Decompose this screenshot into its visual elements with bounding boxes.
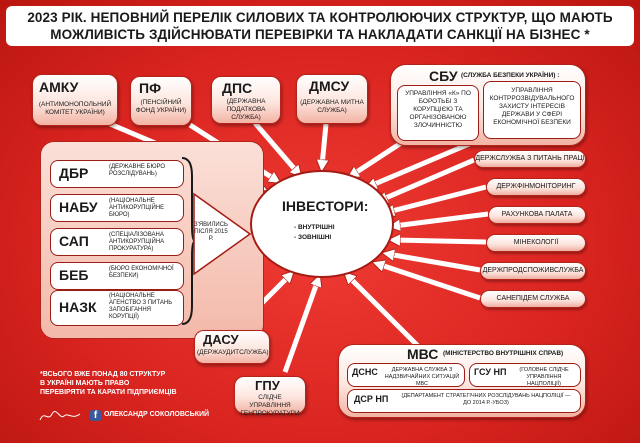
row-dbr: ДБР (ДЕРЖАВНЕ БЮРО РОЗСЛІДУВАНЬ)	[50, 160, 184, 188]
gsu-desc: (ГОЛОВНЕ СЛІДЧЕ УПРАВЛІННЯ НАЦПОЛІЦІЇ)	[519, 367, 569, 387]
sbu-sub2-box: УПРАВЛІННЯ КОНТРРОЗВІДУВАЛЬНОГО ЗАХИСТУ …	[483, 81, 581, 139]
row-dbr-abbr: ДБР	[59, 165, 89, 181]
sbu-sub1-box: УПРАВЛІННЯ «К» ПО БОРОТЬБІ З КОРУПЦІЄЮ Т…	[397, 85, 479, 141]
right-item-2: ДЕРЖФІНМОНІТОРИНГ	[486, 178, 586, 196]
right-item-6: САНЕПІДЕМ СЛУЖБА	[480, 290, 586, 308]
arrow-dmsu	[322, 123, 326, 166]
gsu-box: ГСУ НП (ГОЛОВНЕ СЛІДЧЕ УПРАВЛІННЯ НАЦПОЛ…	[469, 363, 581, 387]
dasu-box: ДАСУ (ДЕРЖАУДИТСЛУЖБА)	[194, 330, 270, 364]
row-beb-desc: (БЮРО ЕКОНОМІЧНОЇ БЕЗПЕКИ)	[109, 266, 174, 279]
arrow-right-5	[388, 254, 481, 273]
mvs-full: (МІНІСТЕРСТВО ВНУТРІШНІХ СПРАВ)	[443, 350, 564, 357]
dasu-desc: (ДЕРЖАУДИТСЛУЖБА)	[197, 349, 269, 356]
dsns-desc: ДЕРЖАВНА СЛУЖБА З НАДЗВИЧАЙНИХ СИТУАЦІЙ …	[384, 367, 460, 387]
title-line-1: 2023 РІК. НЕПОВНИЙ ПЕРЕЛІК СИЛОВИХ ТА КО…	[27, 10, 613, 25]
arrow-mvs	[348, 276, 422, 350]
row-dbr-desc: (ДЕРЖАВНЕ БЮРО РОЗСЛІДУВАНЬ)	[109, 164, 166, 177]
footnote-line-2: В УКРАЇНІ МАЮТЬ ПРАВО	[40, 380, 130, 387]
arrow-dps	[253, 121, 298, 173]
arrow-right-4	[394, 240, 487, 242]
sbu-sub1-text: УПРАВЛІННЯ «К» ПО БОРОТЬБІ З КОРУПЦІЄЮ Т…	[405, 90, 471, 129]
mvs-box: МВС (МІНІСТЕРСТВО ВНУТРІШНІХ СПРАВ) ДСНС…	[338, 344, 586, 418]
row-sap-abbr: САП	[59, 233, 89, 249]
pf-box: ПФ (ПЕНСІЙНИЙ ФОНД УКРАЇНИ)	[130, 76, 192, 126]
dsr-box: ДСР НП (ДЕПАРТАМЕНТ СТРАТЕГІЧНИХ РОЗСЛІД…	[347, 389, 581, 413]
dps-box: ДПС (ДЕРЖАВНА ПОДАТКОВА СЛУЖБА)	[211, 76, 281, 124]
signature-icon	[39, 411, 81, 421]
gpu-box: ГПУ СЛІДЧЕ УПРАВЛІННЯ ГЕНПРОКУРАТУРИ	[234, 376, 306, 417]
right-item-1: ДЕРЖСЛУЖБА З ПИТАНЬ ПРАЦІ	[474, 150, 586, 168]
row-sap: САП (СПЕЦІАЛІЗОВАНА АНТИКОРУПЦІЙНА ПРОКУ…	[50, 228, 184, 256]
facebook-icon: f	[90, 410, 101, 421]
row-beb: БЕБ (БЮРО ЕКОНОМІЧНОЇ БЕЗПЕКИ)	[50, 262, 184, 290]
footnote-line-3: ПЕРЕВІРЯТИ ТА КАРАТИ ПІДПРИЄМЦІВ	[40, 389, 177, 396]
dmsu-box: ДМСУ (ДЕРЖАВНА МИТНА СЛУЖБА)	[296, 74, 368, 124]
row-nabu-abbr: НАБУ	[59, 199, 98, 215]
arrow-right-1	[381, 157, 475, 200]
sbu-sub2-text: УПРАВЛІННЯ КОНТРРОЗВІДУВАЛЬНОГО ЗАХИСТУ …	[489, 87, 575, 126]
gpu-desc: СЛІДЧЕ УПРАВЛІННЯ ГЕНПРОКУРАТУРИ	[240, 394, 300, 417]
center-title: ІНВЕСТОРИ:	[282, 198, 369, 214]
row-nazk-abbr: НАЗК	[59, 299, 97, 315]
right-item-3: РАХУНКОВА ПАЛАТА	[488, 206, 586, 224]
dps-abbr: ДПС	[222, 80, 253, 96]
pf-abbr: ПФ	[139, 80, 162, 96]
mvs-abbr: МВС	[407, 346, 439, 362]
row-nabu-desc: (НАЦІОНАЛЬНЕ АНТИКОРУПЦІЙНЕ БЮРО)	[109, 198, 165, 218]
row-nazk-desc: (НАЦІОНАЛЬНЕ АГЕНСТВО З ПИТАНЬ ЗАПОБІГАН…	[109, 293, 173, 320]
arrow-right-2	[388, 184, 487, 212]
center-item-1: - ВНУТРІШНІ	[294, 224, 335, 231]
pf-desc: (ПЕНСІЙНИЙ ФОНД УКРАЇНИ)	[135, 99, 187, 114]
title-line-2: МОЖЛИВІСТЬ ЗДІЙСНЮВАТИ ПЕРЕВІРКИ ТА НАКЛ…	[50, 27, 590, 42]
sbu-abbr: СБУ	[429, 68, 458, 84]
row-beb-abbr: БЕБ	[59, 267, 89, 283]
gpu-abbr: ГПУ	[255, 378, 280, 393]
amku-desc: (АНТИМОНОПОЛЬНИЙ КОМІТЕТ УКРАЇНИ)	[38, 101, 112, 116]
row-nabu: НАБУ (НАЦІОНАЛЬНЕ АНТИКОРУПЦІЙНЕ БЮРО)	[50, 194, 184, 222]
dsr-abbr: ДСР НП	[354, 394, 389, 404]
badge-text: З'ЯВИЛИСЬ ПІСЛЯ 2015 Р.	[194, 222, 228, 242]
dsns-abbr: ДСНС	[352, 367, 378, 377]
gsu-abbr: ГСУ НП	[474, 367, 507, 377]
right-item-4: МІНЕКОЛОГІЇ	[486, 234, 586, 252]
arrow-right-3	[394, 211, 489, 226]
dasu-abbr: ДАСУ	[203, 332, 239, 347]
amku-abbr: АМКУ	[39, 79, 79, 95]
right-item-5: ДЕРЖПРОДСПОЖИВСЛУЖБА	[480, 262, 586, 280]
author-name: ОЛЕКСАНДР СОКОЛОВСЬКИЙ	[104, 411, 210, 418]
footnote-line-1: *ВСЬОГО ВЖЕ ПОНАД 80 СТРУКТУР	[40, 371, 166, 378]
dmsu-abbr: ДМСУ	[309, 78, 350, 94]
amku-box: АМКУ (АНТИМОНОПОЛЬНИЙ КОМІТЕТ УКРАЇНИ)	[32, 74, 118, 126]
arrow-right-6	[378, 264, 481, 301]
arrow-gpu	[282, 280, 318, 373]
dsns-box: ДСНС ДЕРЖАВНА СЛУЖБА З НАДЗВИЧАЙНИХ СИТУ…	[347, 363, 465, 387]
center-investors: ІНВЕСТОРИ: - ВНУТРІШНІ - ЗОВНІШНІ	[250, 170, 394, 278]
center-item-2: - ЗОВНІШНІ	[294, 234, 332, 241]
row-nazk: НАЗК (НАЦІОНАЛЬНЕ АГЕНСТВО З ПИТАНЬ ЗАПО…	[50, 290, 184, 326]
dps-desc: (ДЕРЖАВНА ПОДАТКОВА СЛУЖБА)	[226, 98, 266, 121]
sbu-full: (СЛУЖБА БЕЗПЕКИ УКРАЇНИ) :	[461, 72, 560, 79]
badge-triangle	[193, 192, 252, 276]
row-sap-desc: (СПЕЦІАЛІЗОВАНА АНТИКОРУПЦІЙНА ПРОКУРАТУ…	[109, 232, 165, 252]
dmsu-desc: (ДЕРЖАВНА МИТНА СЛУЖБА)	[300, 99, 364, 114]
title-banner: 2023 РІК. НЕПОВНИЙ ПЕРЕЛІК СИЛОВИХ ТА КО…	[6, 6, 634, 46]
dsr-desc: (ДЕПАРТАМЕНТ СТРАТЕГІЧНИХ РОЗСЛІДУВАНЬ Н…	[401, 393, 571, 406]
sbu-box: СБУ (СЛУЖБА БЕЗПЕКИ УКРАЇНИ) : УПРАВЛІНН…	[390, 64, 586, 146]
